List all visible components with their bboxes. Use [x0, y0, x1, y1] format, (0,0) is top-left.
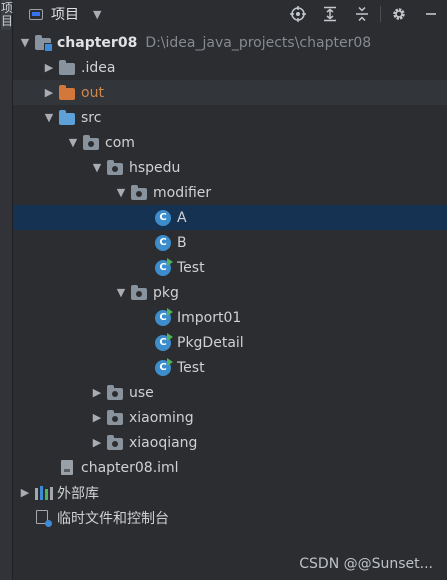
- hide-icon[interactable]: [415, 0, 447, 28]
- source-folder-icon: [57, 109, 77, 127]
- tree-label: pkg: [153, 284, 179, 301]
- class-icon: C: [153, 209, 173, 227]
- class-icon: C: [153, 234, 173, 252]
- tree-row-hspedu[interactable]: ▼ hspedu: [13, 155, 447, 180]
- tree-label: chapter08.iml: [81, 459, 179, 476]
- tree-label: Import01: [177, 309, 242, 326]
- settings-icon[interactable]: [383, 0, 415, 28]
- folder-icon: [57, 59, 77, 77]
- expand-all-icon[interactable]: [314, 0, 346, 28]
- tree-label: chapter08: [57, 34, 138, 51]
- tree-row-xiaoqiang[interactable]: ▶ xiaoqiang: [13, 430, 447, 455]
- tree-label: 外部库: [57, 485, 99, 502]
- tree-row-idea[interactable]: ▶ .idea: [13, 55, 447, 80]
- excluded-folder-icon: [57, 84, 77, 102]
- package-icon: [129, 184, 149, 202]
- tree-label: PkgDetail: [177, 334, 244, 351]
- chevron-right-icon[interactable]: ▶: [44, 86, 54, 99]
- tree-label: A: [177, 209, 187, 226]
- tree-row-pkg[interactable]: ▼ pkg: [13, 280, 447, 305]
- tree-label: .idea: [81, 59, 116, 76]
- locate-icon[interactable]: [282, 0, 314, 28]
- tree-label: com: [105, 134, 135, 151]
- package-icon: [105, 159, 125, 177]
- tree-row-class-pkg-test[interactable]: C Test: [13, 355, 447, 380]
- package-icon: [105, 409, 125, 427]
- chevron-right-icon[interactable]: ▶: [92, 436, 102, 449]
- package-icon: [129, 284, 149, 302]
- tree-row-use[interactable]: ▶ use: [13, 380, 447, 405]
- tree-row-class-test[interactable]: C Test: [13, 255, 447, 280]
- chevron-down-icon[interactable]: ▼: [68, 136, 78, 149]
- tree-row-class-pkgdetail[interactable]: C PkgDetail: [13, 330, 447, 355]
- library-icon: [33, 484, 53, 502]
- runnable-class-icon: C: [153, 332, 173, 352]
- tree-row-src[interactable]: ▼ src: [13, 105, 447, 130]
- iml-file-icon: [57, 459, 77, 477]
- tree-label: hspedu: [129, 159, 181, 176]
- tree-label: Test: [177, 259, 205, 276]
- tree-row-iml[interactable]: chapter08.iml: [13, 455, 447, 480]
- chevron-right-icon[interactable]: ▶: [44, 61, 54, 74]
- scratch-icon: [33, 509, 53, 527]
- toolbar-divider: [380, 6, 381, 22]
- tree-label: use: [129, 384, 154, 401]
- tree-label: B: [177, 234, 187, 251]
- tree-label: xiaoqiang: [129, 434, 198, 451]
- tree-label: src: [81, 109, 102, 126]
- project-tool-tab[interactable]: 项目: [1, 0, 14, 30]
- tree-row-project-root[interactable]: ▼ chapter08 D:\idea_java_projects\chapte…: [13, 30, 447, 55]
- left-tool-strip: 项目: [0, 0, 13, 580]
- runnable-class-icon: C: [153, 257, 173, 277]
- project-path: D:\idea_java_projects\chapter08: [145, 34, 372, 51]
- tree-row-external-libraries[interactable]: ▶ 外部库: [13, 480, 447, 505]
- package-icon: [105, 434, 125, 452]
- chevron-down-icon[interactable]: ▼: [93, 7, 102, 21]
- tree-row-class-a[interactable]: C A: [13, 205, 447, 230]
- tree-row-scratches[interactable]: 临时文件和控制台: [13, 505, 447, 530]
- tree-label: 临时文件和控制台: [57, 510, 169, 527]
- package-icon: [105, 384, 125, 402]
- tree-row-com[interactable]: ▼ com: [13, 130, 447, 155]
- chevron-down-icon[interactable]: ▼: [44, 111, 54, 124]
- toolbar: 项目 ▼: [13, 0, 447, 28]
- chevron-down-icon[interactable]: ▼: [92, 161, 102, 174]
- chevron-down-icon[interactable]: ▼: [20, 36, 30, 49]
- tree-row-class-import01[interactable]: C Import01: [13, 305, 447, 330]
- collapse-all-icon[interactable]: [346, 0, 378, 28]
- window-icon: [29, 8, 43, 20]
- chevron-right-icon[interactable]: ▶: [20, 486, 30, 499]
- view-title: 项目: [51, 7, 79, 23]
- watermark: CSDN @@Sunset...: [299, 556, 433, 572]
- tree-label: out: [81, 84, 104, 101]
- tree-label: xiaoming: [129, 409, 194, 426]
- chevron-right-icon[interactable]: ▶: [92, 411, 102, 424]
- module-folder-icon: [33, 34, 53, 52]
- project-tree: ▼ chapter08 D:\idea_java_projects\chapte…: [13, 30, 447, 530]
- runnable-class-icon: C: [153, 307, 173, 327]
- chevron-down-icon[interactable]: ▼: [116, 286, 126, 299]
- view-selector[interactable]: 项目 ▼: [29, 0, 101, 28]
- chevron-right-icon[interactable]: ▶: [92, 386, 102, 399]
- tree-row-modifier[interactable]: ▼ modifier: [13, 180, 447, 205]
- tree-row-out[interactable]: ▶ out: [13, 80, 447, 105]
- chevron-down-icon[interactable]: ▼: [116, 186, 126, 199]
- runnable-class-icon: C: [153, 357, 173, 377]
- tree-row-class-b[interactable]: C B: [13, 230, 447, 255]
- package-icon: [81, 134, 101, 152]
- tree-label: Test: [177, 359, 205, 376]
- tree-label: modifier: [153, 184, 212, 201]
- tree-row-xiaoming[interactable]: ▶ xiaoming: [13, 405, 447, 430]
